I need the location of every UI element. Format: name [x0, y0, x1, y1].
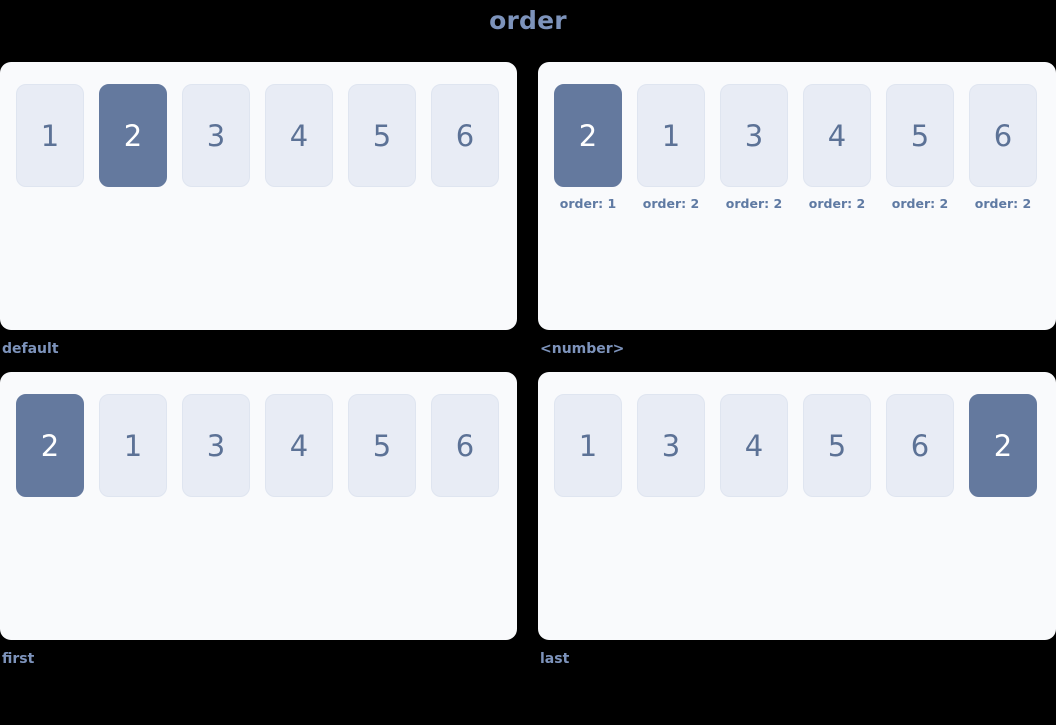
order-value-label: order: 2 — [642, 196, 700, 211]
list-item: 2 — [969, 394, 1037, 497]
list-item: 1 — [16, 84, 84, 187]
list-item: 4 — [265, 84, 333, 187]
panel-cell-number: 2 order: 1 1 order: 2 3 order: 2 4 order… — [538, 62, 1056, 358]
order-box[interactable]: 6 — [431, 394, 499, 497]
panel-caption-first: first — [2, 651, 35, 667]
panel-caption-number: <number> — [540, 341, 625, 357]
box-row: 2 order: 1 1 order: 2 3 order: 2 4 order… — [554, 84, 1056, 211]
list-item: 1 — [99, 394, 167, 497]
order-box[interactable]: 4 — [720, 394, 788, 497]
panel-caption-default: default — [2, 341, 59, 357]
order-value-label: order: 2 — [974, 196, 1032, 211]
order-box[interactable]: 5 — [803, 394, 871, 497]
order-value-label: order: 1 — [559, 196, 617, 211]
list-item: 1 order: 2 — [637, 84, 705, 211]
list-item: 1 — [554, 394, 622, 497]
list-item: 2 — [99, 84, 167, 187]
order-value-label: order: 2 — [891, 196, 949, 211]
demo-panel-default: 1 2 3 4 5 6 — [0, 62, 517, 330]
order-box[interactable]: 6 — [431, 84, 499, 187]
list-item: 6 order: 2 — [969, 84, 1037, 211]
order-box[interactable]: 6 — [886, 394, 954, 497]
order-box-highlighted[interactable]: 2 — [99, 84, 167, 187]
list-item: 4 order: 2 — [803, 84, 871, 211]
list-item: 6 — [431, 84, 499, 187]
list-item: 3 order: 2 — [720, 84, 788, 211]
order-box[interactable]: 3 — [720, 84, 788, 187]
list-item: 6 — [431, 394, 499, 497]
order-box[interactable]: 4 — [265, 394, 333, 497]
order-box[interactable]: 3 — [182, 84, 250, 187]
box-row: 1 3 4 5 6 2 — [554, 394, 1056, 497]
list-item: 3 — [182, 394, 250, 497]
order-box-highlighted[interactable]: 2 — [969, 394, 1037, 497]
demo-panel-last: 1 3 4 5 6 2 — [538, 372, 1056, 640]
page-title: order — [489, 6, 567, 35]
list-item: 3 — [182, 84, 250, 187]
order-box[interactable]: 5 — [348, 84, 416, 187]
order-box[interactable]: 6 — [969, 84, 1037, 187]
order-box[interactable]: 1 — [554, 394, 622, 497]
demo-panel-number: 2 order: 1 1 order: 2 3 order: 2 4 order… — [538, 62, 1056, 330]
order-box-highlighted[interactable]: 2 — [16, 394, 84, 497]
list-item: 4 — [720, 394, 788, 497]
order-box[interactable]: 1 — [637, 84, 705, 187]
order-box[interactable]: 5 — [348, 394, 416, 497]
order-box[interactable]: 4 — [803, 84, 871, 187]
panel-cell-default: 1 2 3 4 5 6 default — [0, 62, 517, 358]
list-item: 6 — [886, 394, 954, 497]
list-item: 3 — [637, 394, 705, 497]
box-row: 2 1 3 4 5 6 — [16, 394, 517, 497]
list-item: 5 order: 2 — [886, 84, 954, 211]
order-box[interactable]: 3 — [182, 394, 250, 497]
list-item: 4 — [265, 394, 333, 497]
list-item: 5 — [348, 394, 416, 497]
list-item: 5 — [348, 84, 416, 187]
order-value-label: order: 2 — [808, 196, 866, 211]
panel-caption-last: last — [540, 651, 570, 667]
panel-cell-first: 2 1 3 4 5 6 first — [0, 372, 517, 668]
list-item: 2 — [16, 394, 84, 497]
order-box[interactable]: 1 — [99, 394, 167, 497]
panel-cell-last: 1 3 4 5 6 2 last — [538, 372, 1056, 668]
order-box[interactable]: 4 — [265, 84, 333, 187]
list-item: 2 order: 1 — [554, 84, 622, 211]
order-box-highlighted[interactable]: 2 — [554, 84, 622, 187]
list-item: 5 — [803, 394, 871, 497]
order-box[interactable]: 3 — [637, 394, 705, 497]
order-box[interactable]: 5 — [886, 84, 954, 187]
box-row: 1 2 3 4 5 6 — [16, 84, 517, 187]
order-value-label: order: 2 — [725, 196, 783, 211]
panel-grid: 1 2 3 4 5 6 default — [0, 60, 1056, 725]
demo-panel-first: 2 1 3 4 5 6 — [0, 372, 517, 640]
order-box[interactable]: 1 — [16, 84, 84, 187]
